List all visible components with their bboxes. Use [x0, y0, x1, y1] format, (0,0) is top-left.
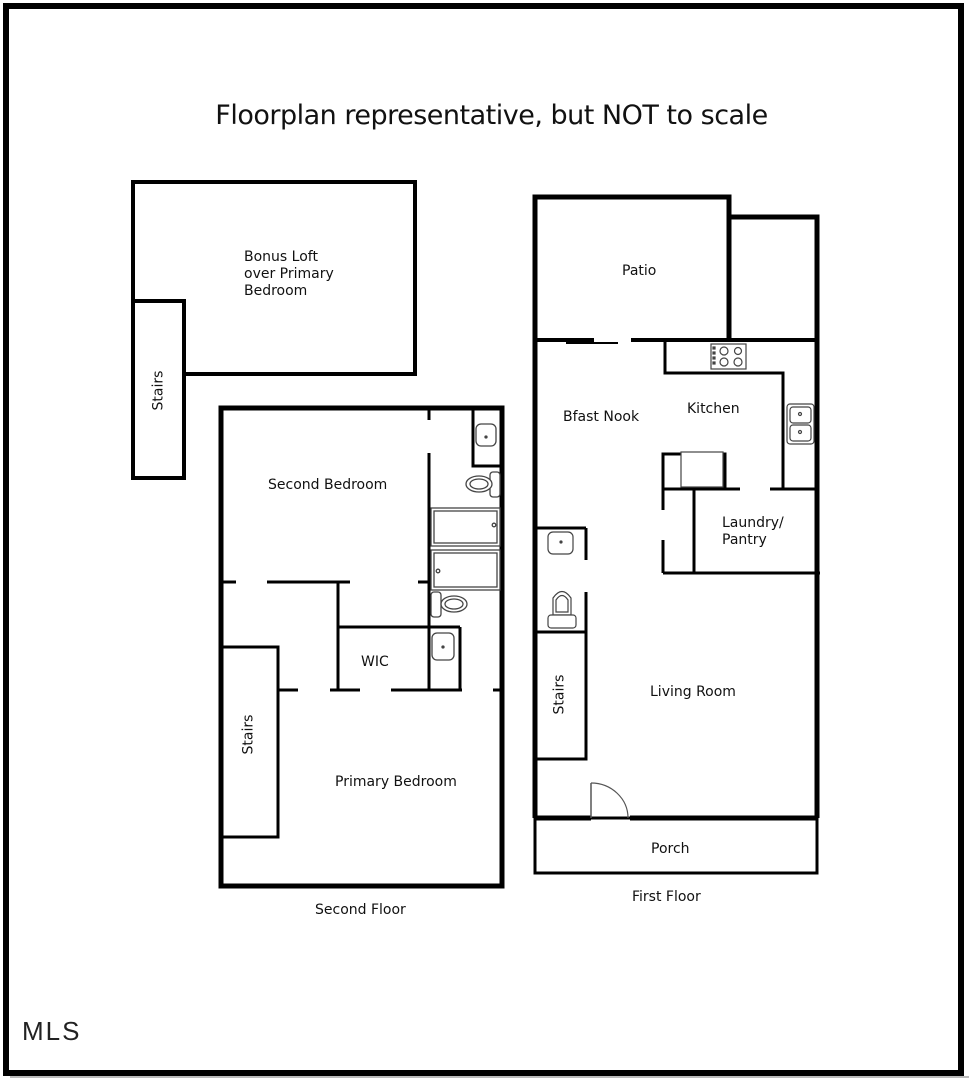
bathtub-icon: [430, 507, 501, 547]
room-label-second-bedroom: Second Bedroom: [268, 477, 388, 493]
toilet-icon: [547, 590, 577, 629]
stove-icon: [710, 343, 747, 370]
stairs-walls: [219, 645, 280, 839]
second-floor-plan: [131, 180, 505, 889]
room-label-bonus-loft: Bonus Loft over Primary Bedroom: [244, 249, 334, 299]
room-label-porch: Porch: [651, 841, 690, 857]
sink-icon: [475, 423, 497, 447]
first-floor-stairs-walls: [533, 630, 588, 761]
toilet-icon: [430, 591, 468, 618]
toilet-icon: [465, 471, 501, 498]
room-label-stairs-second: Stairs: [240, 714, 257, 755]
room-label-laundry-pantry: Laundry/ Pantry: [722, 515, 784, 548]
second-floor-caption: Second Floor: [315, 902, 406, 918]
mls-watermark: MLS: [22, 1016, 82, 1046]
second-floor-fixtures: [430, 423, 501, 661]
room-label-wic: WIC: [361, 654, 389, 670]
first-floor-fixtures: [547, 343, 815, 819]
room-label-bfast-nook: Bfast Nook: [563, 409, 640, 425]
outer-border: [3, 3, 964, 1076]
door-swing-icon: [590, 782, 629, 819]
room-label-loft-stairs: Stairs: [150, 370, 167, 411]
bathtub-icon: [430, 549, 501, 591]
page-title: Floorplan representative, but NOT to sca…: [215, 100, 768, 131]
patio-walls: [532, 194, 732, 340]
refrigerator-icon: [680, 451, 724, 488]
room-label-patio: Patio: [622, 263, 657, 279]
first-floor-plan: [532, 194, 820, 875]
room-label-primary-bedroom: Primary Bedroom: [335, 774, 457, 790]
porch-walls: [533, 816, 819, 875]
double-sink-icon: [786, 403, 815, 445]
room-label-kitchen: Kitchen: [687, 401, 740, 417]
first-floor-caption: First Floor: [632, 889, 701, 905]
loft-stairs-walls: [131, 299, 186, 480]
room-label-stairs-first: Stairs: [551, 674, 568, 715]
room-label-living-room: Living Room: [650, 684, 736, 700]
bonus-loft-walls: [131, 180, 417, 376]
